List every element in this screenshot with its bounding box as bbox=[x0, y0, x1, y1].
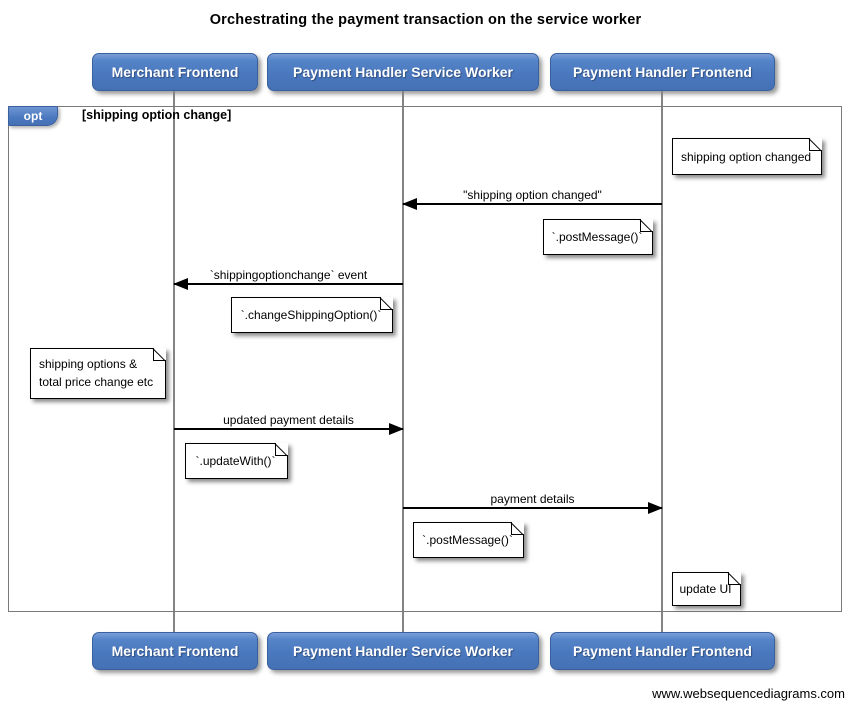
actor-payment-handler-frontend-top: Payment Handler Frontend bbox=[550, 53, 775, 91]
actor-label: Payment Handler Service Worker bbox=[293, 64, 513, 80]
arrowhead-right-icon bbox=[648, 502, 663, 514]
note-text: `.postMessage()` bbox=[422, 533, 513, 547]
note-text: `.updateWith()` bbox=[195, 454, 276, 468]
message-label-updated-payment-details: updated payment details bbox=[223, 413, 354, 427]
note-postmessage-2: `.postMessage()` bbox=[413, 522, 524, 558]
actor-merchant-frontend-bottom: Merchant Frontend bbox=[92, 632, 258, 670]
arrowhead-right-icon bbox=[389, 423, 404, 435]
note-text: `.changeShippingOption()` bbox=[240, 308, 382, 322]
message-arrow-updated-payment-details bbox=[174, 423, 404, 435]
actor-label: Merchant Frontend bbox=[111, 64, 239, 80]
actor-payment-handler-service-worker-bottom: Payment Handler Service Worker bbox=[267, 632, 539, 670]
actor-payment-handler-service-worker-top: Payment Handler Service Worker bbox=[267, 53, 539, 91]
note-text-line: shipping options & bbox=[39, 357, 138, 372]
message-arrow-shippingoptionchange-event bbox=[173, 278, 403, 290]
note-fold-corner bbox=[275, 443, 288, 456]
note-fold-corner bbox=[728, 572, 741, 585]
actor-payment-handler-frontend-bottom: Payment Handler Frontend bbox=[550, 632, 775, 670]
note-fold-corner bbox=[640, 219, 653, 232]
note-text: update UI bbox=[679, 582, 732, 596]
note-changeshippingoption: `.changeShippingOption()` bbox=[231, 297, 393, 333]
opt-operator-tab: opt bbox=[8, 106, 58, 126]
opt-fragment-frame bbox=[8, 106, 842, 612]
actor-label: Merchant Frontend bbox=[111, 643, 239, 659]
note-text: shipping option changed bbox=[680, 149, 812, 164]
arrowhead-left-icon bbox=[402, 198, 417, 210]
note-fold-corner bbox=[511, 522, 524, 535]
actor-merchant-frontend-top: Merchant Frontend bbox=[92, 53, 258, 91]
note-text: `.postMessage()` bbox=[551, 230, 643, 244]
lifeline-payment-handler-service-worker bbox=[402, 91, 404, 633]
note-shipping-options-total-price: shipping options & total price change et… bbox=[30, 348, 166, 399]
actor-label: Payment Handler Service Worker bbox=[293, 643, 513, 659]
message-arrow-shipping-option-changed bbox=[402, 198, 662, 210]
note-fold-corner bbox=[153, 348, 166, 361]
lifeline-merchant-frontend bbox=[173, 91, 175, 633]
lifeline-payment-handler-frontend bbox=[661, 91, 663, 633]
note-postmessage-1: `.postMessage()` bbox=[543, 219, 653, 255]
note-fold-corner bbox=[809, 138, 822, 151]
note-shipping-option-changed: shipping option changed bbox=[672, 138, 822, 175]
actor-label: Payment Handler Frontend bbox=[573, 643, 752, 659]
note-fold-corner bbox=[380, 297, 393, 310]
note-updatewith: `.updateWith()` bbox=[185, 443, 288, 479]
message-arrow-payment-details bbox=[403, 502, 663, 514]
note-update-ui: update UI bbox=[672, 572, 741, 606]
watermark-websequencediagrams: www.websequencediagrams.com bbox=[652, 686, 845, 701]
diagram-title: Orchestrating the payment transaction on… bbox=[209, 12, 642, 28]
opt-operator-label: opt bbox=[23, 109, 43, 123]
opt-guard-label: [shipping option change] bbox=[82, 108, 232, 122]
actor-label: Payment Handler Frontend bbox=[573, 64, 752, 80]
message-label-shippingoptionchange-event: `shippingoptionchange` event bbox=[209, 268, 368, 282]
message-label-payment-details: payment details bbox=[490, 492, 575, 506]
message-label-shipping-option-changed: "shipping option changed" bbox=[463, 188, 602, 202]
note-text-line: total price change etc bbox=[39, 374, 154, 389]
arrowhead-left-icon bbox=[173, 278, 188, 290]
